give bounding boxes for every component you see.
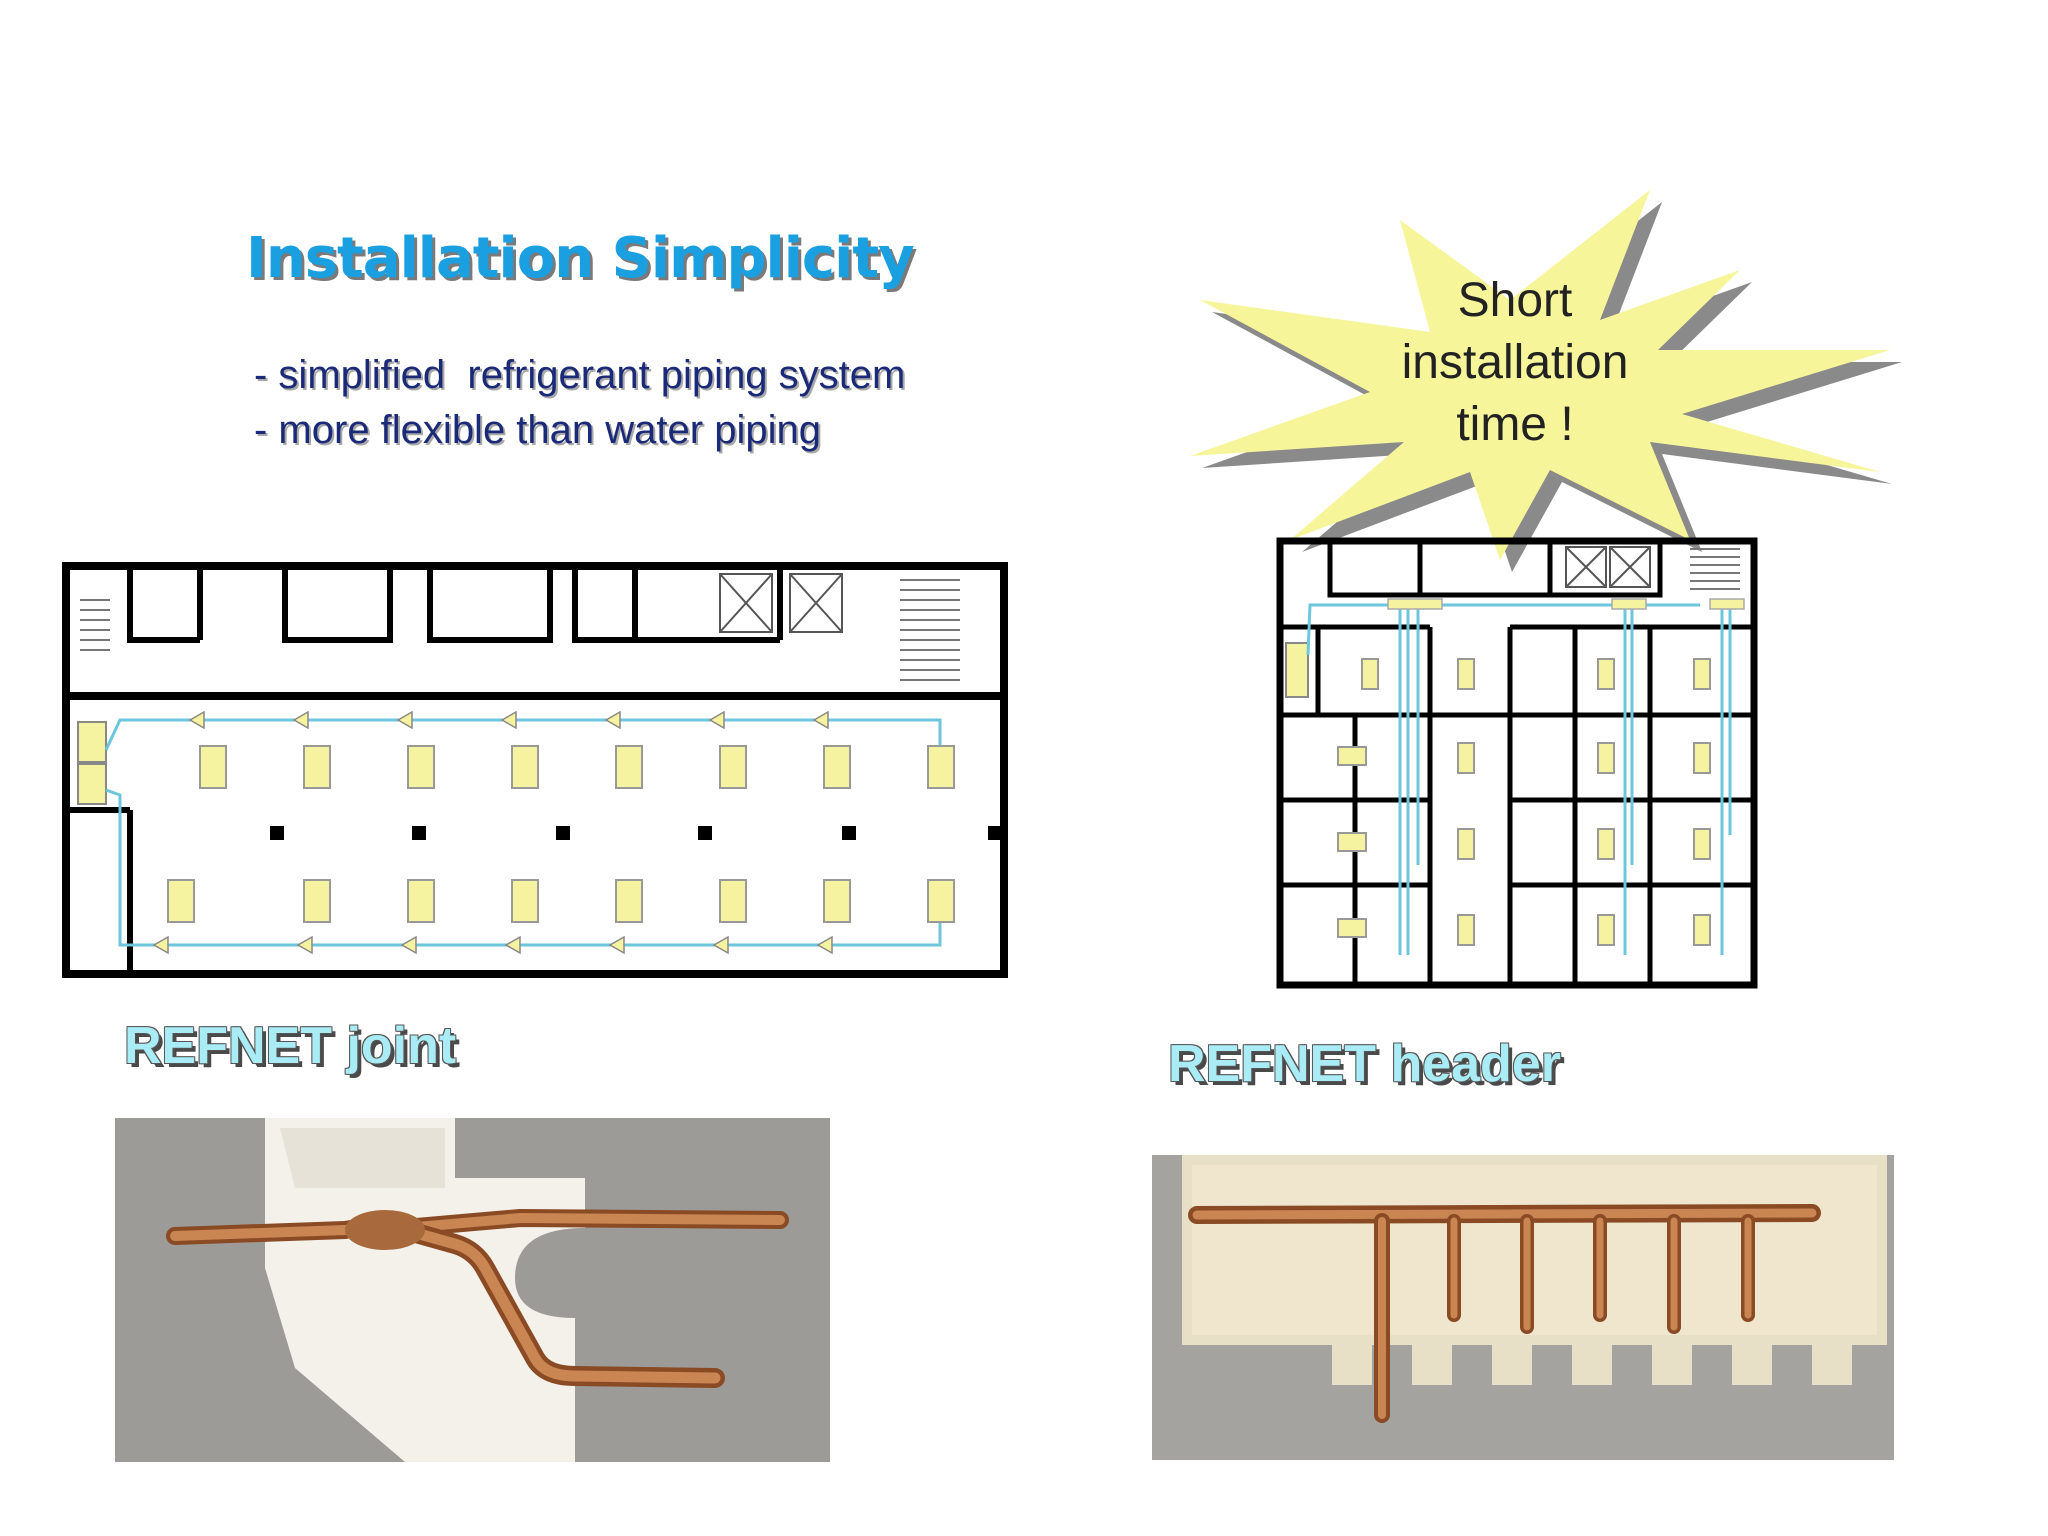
starburst-callout bbox=[1190, 190, 1902, 572]
starburst-text: Short installation time ! bbox=[1370, 270, 1660, 456]
bullet-item: - simplified refrigerant piping system bbox=[254, 353, 906, 397]
caption-refnet-header: REFNET header bbox=[1168, 1035, 1561, 1093]
bullet-item: - more flexible than water piping bbox=[254, 408, 821, 452]
starburst-shape bbox=[1190, 190, 1890, 560]
slide-title: Installation Simplicity bbox=[246, 226, 915, 291]
caption-refnet-joint: REFNET joint bbox=[124, 1017, 457, 1075]
bullet-list: - simplified refrigerant piping system -… bbox=[254, 348, 905, 458]
starburst-line: Short bbox=[1457, 274, 1573, 327]
photo-refnet-header bbox=[1152, 1155, 1894, 1460]
photo-refnet-joint bbox=[115, 1118, 830, 1462]
starburst-line: time ! bbox=[1456, 398, 1574, 451]
starburst-line: installation bbox=[1401, 336, 1629, 389]
floorplan-joint bbox=[62, 562, 1008, 978]
floorplan-header bbox=[1276, 537, 1758, 989]
